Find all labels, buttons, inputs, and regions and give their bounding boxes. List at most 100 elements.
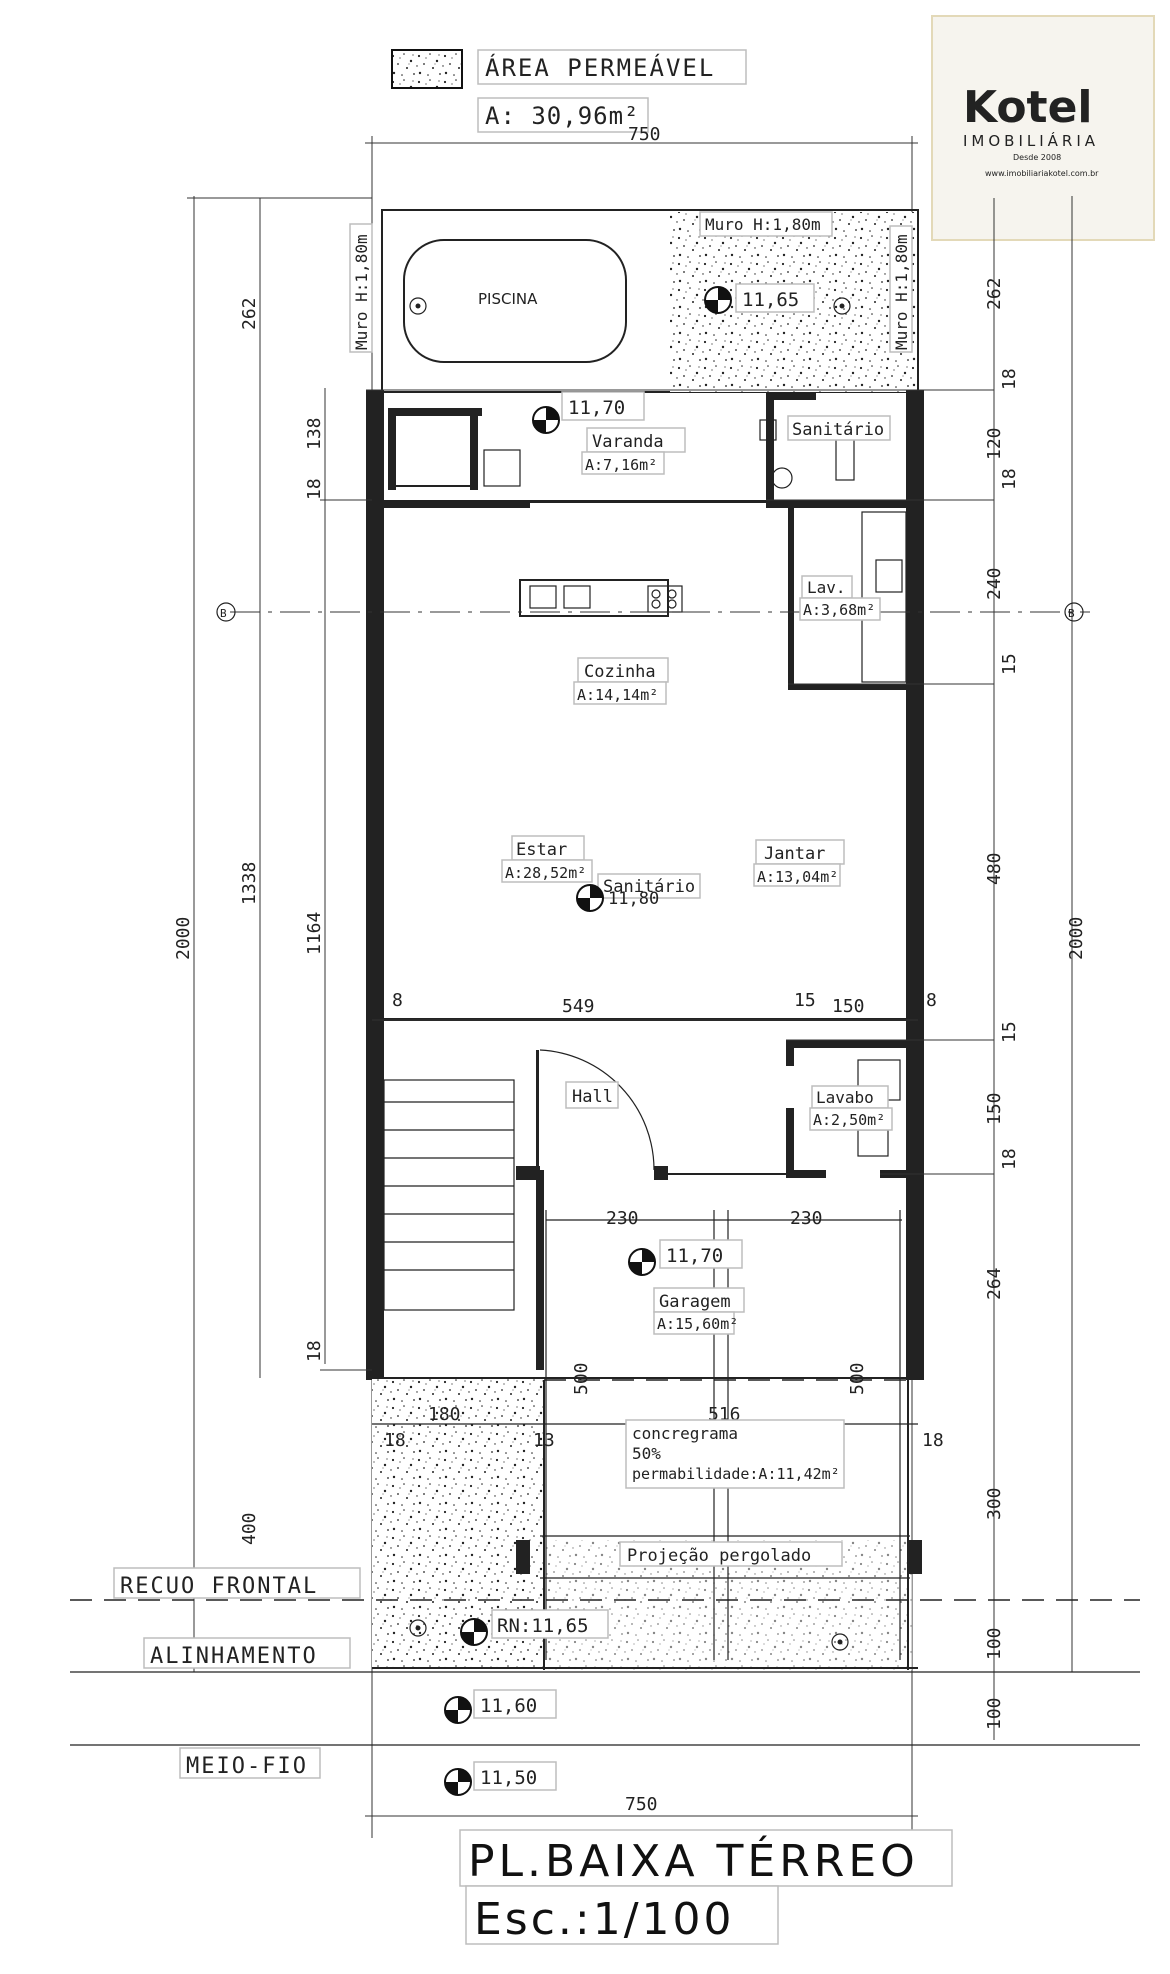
- dim-18-front-left: 18: [384, 1430, 406, 1451]
- logo-since: Desde 2008: [1013, 153, 1061, 162]
- kitchen-island: [519, 579, 669, 617]
- estar-area: A:28,52m²: [505, 864, 586, 882]
- logo-brand: Kotel: [963, 82, 1093, 133]
- legend-swatch: [391, 49, 463, 89]
- varanda-name: Varanda: [592, 432, 664, 452]
- estar-name: Estar: [516, 840, 567, 860]
- dim-1164: 1164: [304, 912, 325, 955]
- dim-18b: 18: [304, 1340, 325, 1362]
- lavabo-name: Lavabo: [816, 1088, 874, 1107]
- dim-total-right: 2000: [1066, 917, 1087, 960]
- sanitario-mid-name: Sanitário: [603, 877, 695, 897]
- dim-18c: 18: [999, 368, 1020, 390]
- dim-240: 240: [984, 567, 1005, 600]
- level-rn: RN:11,65: [460, 1609, 609, 1646]
- dim-300: 300: [984, 1487, 1005, 1520]
- dim-150-h: 150: [832, 996, 865, 1017]
- dim-230-right: 230: [790, 1208, 823, 1229]
- level-calcada: 11,60: [444, 1689, 557, 1724]
- dim-264: 264: [984, 1267, 1005, 1300]
- dim-138: 138: [304, 417, 325, 450]
- lav-area: A:3,68m²: [803, 601, 875, 619]
- dim-18-front-right: 18: [922, 1430, 944, 1451]
- recuo-label: RECUO FRONTAL: [120, 1574, 318, 1599]
- cozinha-area: A:14,14m²: [577, 686, 658, 704]
- guide-lines: RECUO FRONTAL ALINHAMENTO MEIO-FIO: [70, 1379, 1140, 1779]
- dim-150: 150: [984, 1092, 1005, 1125]
- title-scale: Esc.:1/100: [474, 1894, 735, 1945]
- dim-100b: 100: [984, 1697, 1005, 1730]
- level-top: 11,65: [704, 283, 815, 314]
- walls: [366, 390, 924, 1380]
- dim-18a: 18: [304, 478, 325, 500]
- dim-500-left: 500: [571, 1362, 592, 1395]
- axis-left-label: B: [220, 607, 227, 620]
- concregrama-line3: permabilidade:A:11,42m²: [632, 1465, 840, 1483]
- dim-100a: 100: [984, 1627, 1005, 1660]
- stairs: [383, 1079, 515, 1311]
- concregrama-line2: 50%: [632, 1444, 661, 1463]
- dim-400: 400: [239, 1512, 260, 1545]
- legend: ÁREA PERMEÁVEL A: 30,96m²: [391, 49, 747, 133]
- axis-b: B B: [216, 602, 1090, 622]
- level-garagem-value: 11,70: [666, 1245, 723, 1267]
- alinhamento-label: ALINHAMENTO: [150, 1644, 318, 1669]
- pool-label: PISCINA: [478, 290, 538, 308]
- dim-230-left: 230: [606, 1208, 639, 1229]
- internal-dimensions: 549 15 150 8 8: [320, 389, 994, 1371]
- title-main: PL.BAIXA TÉRREO: [468, 1834, 919, 1887]
- dim-width-bottom: 750: [625, 1794, 658, 1815]
- cozinha-name: Cozinha: [584, 662, 656, 682]
- level-rua: 11,50: [444, 1761, 557, 1796]
- dim-1338: 1338: [239, 862, 260, 905]
- lavabo-area: A:2,50m²: [813, 1111, 885, 1129]
- garagem-area: A:15,60m²: [657, 1315, 738, 1333]
- dim-total-left: 2000: [173, 917, 194, 960]
- jantar-area: A:13,04m²: [757, 868, 838, 886]
- pool: [403, 239, 627, 363]
- level-estar: 11,80: [576, 884, 659, 912]
- pergolado-label: Projeção pergolado: [627, 1546, 811, 1566]
- muro-top-label: Muro H:1,80m: [705, 215, 821, 234]
- concregrama-line1: concregrama: [632, 1424, 738, 1443]
- meio-fio-label: MEIO-FIO: [186, 1754, 308, 1779]
- dim-180: 180: [428, 1404, 461, 1425]
- level-garagem: 11,70: [628, 1239, 743, 1276]
- dim-15-h: 15: [794, 990, 816, 1011]
- company-logo: Kotel IMOBILIÁRIA Desde 2008 www.imobili…: [931, 15, 1155, 241]
- level-rua-value: 11,50: [480, 1767, 537, 1789]
- level-estar-value: 11,80: [608, 889, 659, 909]
- legend-area: A: 30,96m²: [485, 102, 640, 130]
- legend-label: ÁREA PERMEÁVEL: [485, 53, 715, 82]
- overall-dimensions: 750 750 2000 262 1338 400 138 18 1164 18…: [173, 124, 1087, 1838]
- logo-url: www.imobiliariakotel.com.br: [985, 169, 1099, 178]
- room-labels: Varanda A:7,16m² Sanitário Lav. A:3,68m²…: [501, 415, 893, 1567]
- level-varanda: 11,70: [532, 391, 645, 434]
- muro-left-label: Muro H:1,80m: [352, 234, 371, 350]
- dim-500-right: 500: [847, 1362, 868, 1395]
- garagem-name: Garagem: [659, 1292, 731, 1312]
- dim-15a: 15: [999, 653, 1020, 675]
- varanda-area: A:7,16m²: [585, 456, 657, 474]
- level-top-value: 11,65: [742, 289, 799, 311]
- hall-name: Hall: [572, 1087, 613, 1107]
- level-varanda-value: 11,70: [568, 397, 625, 419]
- jantar-name: Jantar: [764, 844, 825, 864]
- dim-13: 13: [533, 1430, 555, 1451]
- dim-120: 120: [984, 427, 1005, 460]
- back-yard: PISCINA Muro H:1,80m Muro H:1,80m Muro H…: [349, 209, 919, 393]
- dim-15b: 15: [999, 1021, 1020, 1043]
- drawing-title: PL.BAIXA TÉRREO Esc.:1/100: [459, 1829, 953, 1945]
- dim-262-left: 262: [239, 297, 260, 330]
- dim-18d: 18: [999, 468, 1020, 490]
- dim-549: 549: [562, 996, 595, 1017]
- level-calcada-value: 11,60: [480, 1695, 537, 1717]
- level-markers: 11,65 11,70 11,80 11,70 RN:11,65: [444, 283, 815, 1796]
- sanitario-top-name: Sanitário: [792, 420, 884, 440]
- logo-subtitle: IMOBILIÁRIA: [963, 131, 1099, 150]
- dim-width-top: 750: [628, 124, 661, 145]
- axis-right-label: B: [1068, 607, 1075, 620]
- dim-480: 480: [984, 852, 1005, 885]
- dim-262-right: 262: [984, 277, 1005, 310]
